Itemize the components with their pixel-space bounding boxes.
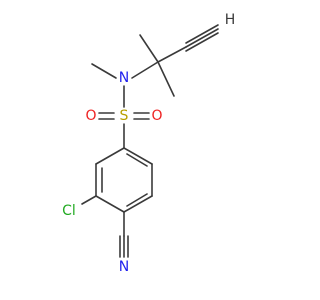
bond-n-methyl: [91, 63, 117, 79]
bond-alkyne-triple-3: [185, 32, 219, 52]
ring-bond-6: [123, 147, 153, 165]
atom-o-right: O: [151, 108, 162, 124]
bond-cq-calkyne: [157, 46, 187, 63]
atom-o-left: O: [85, 108, 96, 124]
bond-alkyne-triple-1: [185, 24, 219, 44]
ring-bond-3: [95, 195, 125, 213]
ring-inner-2: [126, 193, 148, 207]
atom-h: H: [225, 12, 236, 28]
atom-n-amide: N: [119, 70, 129, 86]
bond-ring-cl: [81, 195, 97, 205]
bond-alkyne-triple-2: [185, 28, 219, 48]
atom-s: S: [120, 108, 129, 124]
ring-bond-4: [123, 195, 153, 213]
bonds: [81, 24, 219, 258]
molecule-structure: H N S O O Cl N: [62, 12, 235, 275]
atom-labels: H N S O O Cl N: [62, 12, 235, 275]
atom-cl: Cl: [62, 203, 76, 219]
bond-cq-methyl-down: [157, 61, 175, 97]
bond-cq-methyl-up: [139, 34, 159, 63]
atom-n-nitrile: N: [119, 259, 129, 275]
ring-bond-1: [95, 147, 125, 165]
ring-inner-3: [126, 153, 148, 167]
bond-n-cq: [131, 61, 159, 79]
